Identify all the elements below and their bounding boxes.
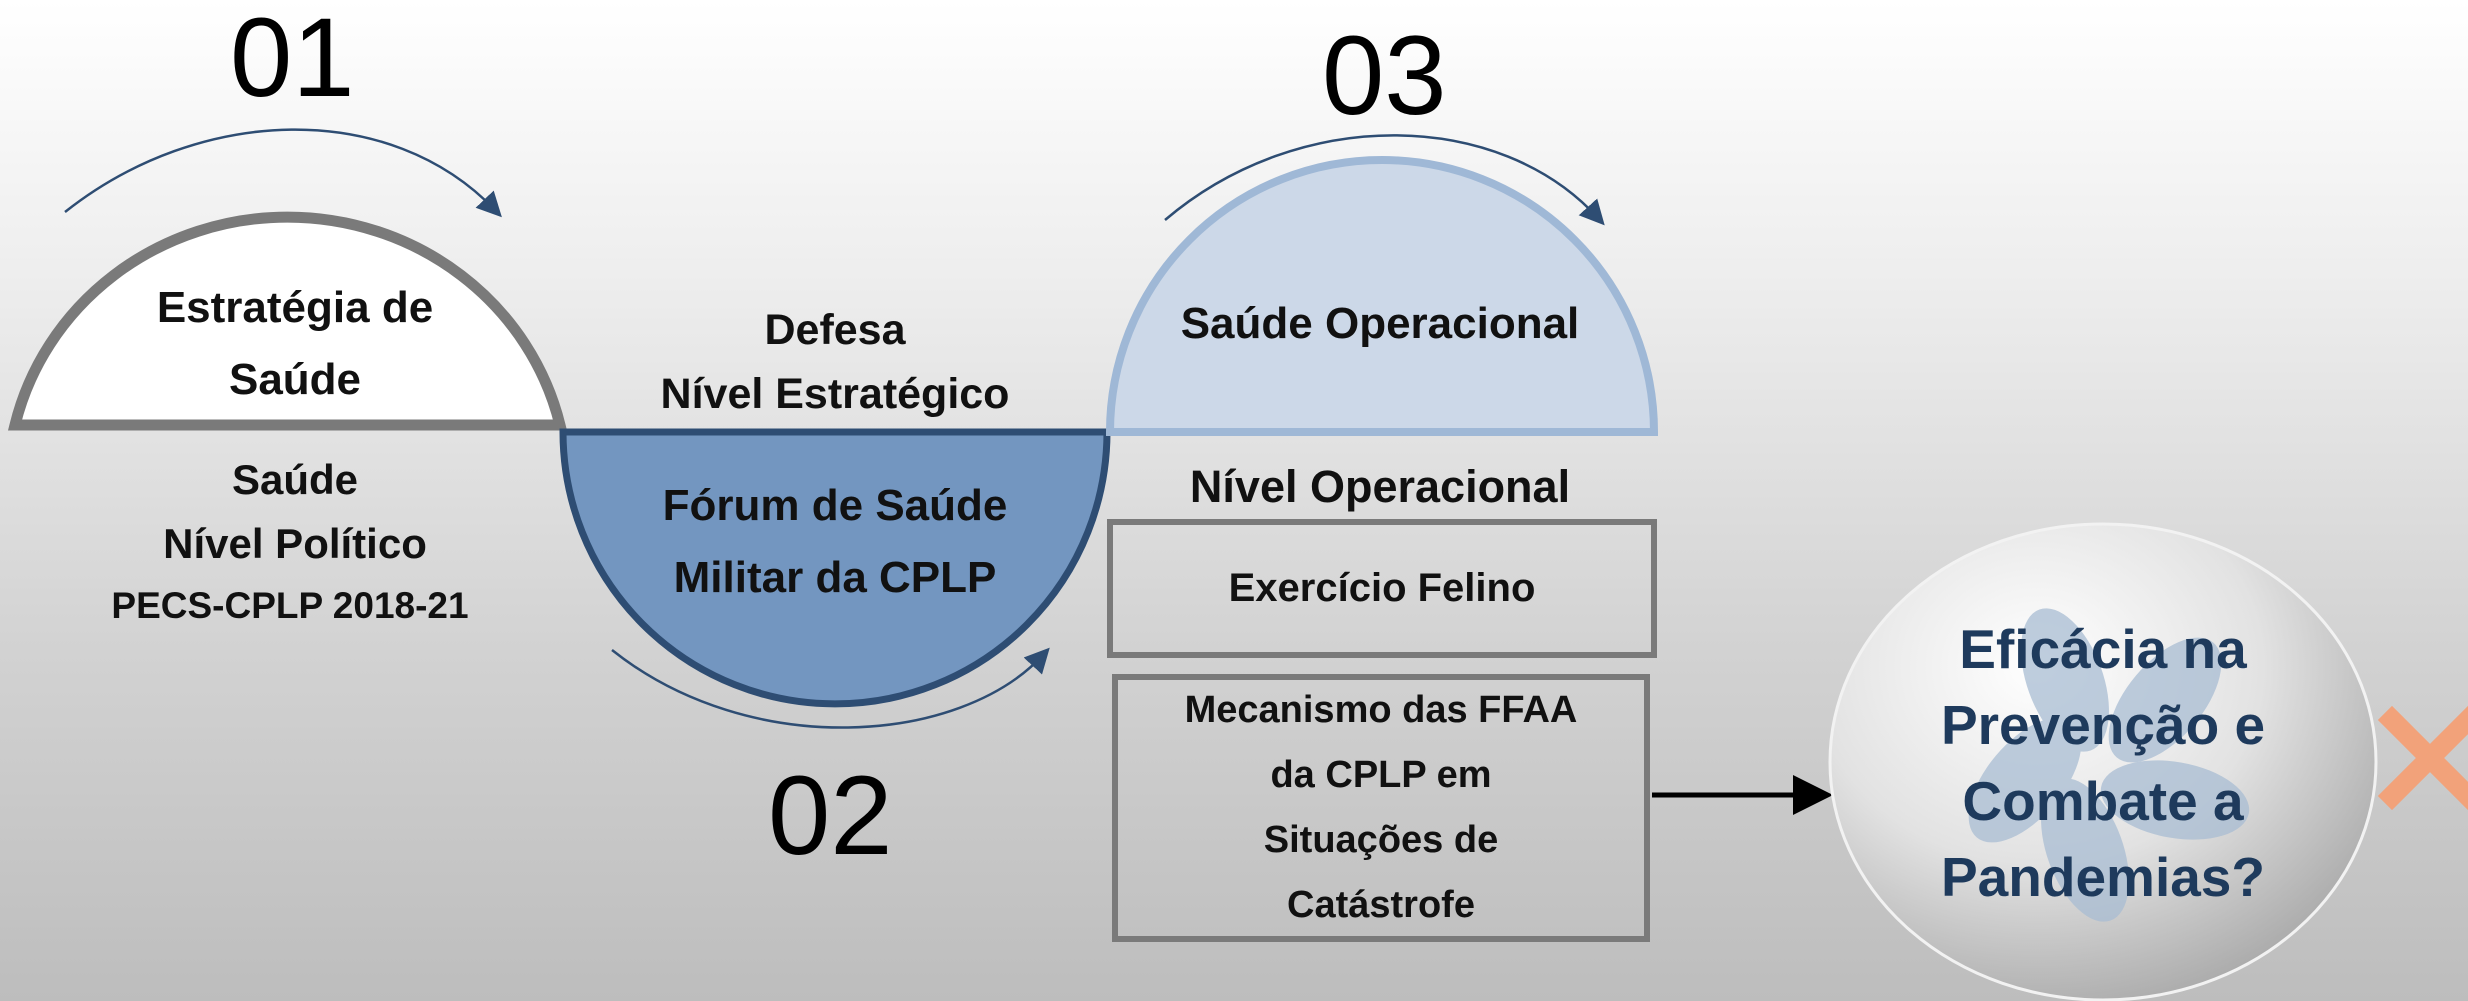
result-line3: Combate a [1962, 770, 2244, 832]
stage3-box2 [1112, 674, 1650, 942]
result-question: Eficácia na Prevenção e Combate a Pandem… [1870, 598, 2336, 928]
result-line4: Pandemias? [1940, 846, 2265, 908]
stage1-caption-line2: Nível Político [163, 520, 427, 567]
stage3-arc-arrow [1164, 134, 1605, 226]
stage3-box1-text: Exercício Felino [1228, 566, 1536, 610]
result-line1: Eficácia na [1959, 618, 2247, 680]
stage2-semicircle [559, 428, 1111, 708]
stage1-title-line2: Saúde [228, 355, 362, 404]
stage2-number: 02 [768, 753, 893, 878]
watermark-logo-icon [1968, 608, 2250, 922]
stage3-number: 03 [1322, 13, 1447, 138]
stage1-arc-arrow [64, 128, 502, 218]
stage1-caption-line1: Saúde [231, 456, 359, 503]
stage3-box2-line1: Mecanismo das FFAA [1184, 689, 1578, 731]
stage1-title: Estratégia de Saúde [115, 272, 475, 416]
stage3-box2-line4: Catástrofe [1287, 884, 1475, 926]
stage3-label: Nível Operacional [1189, 461, 1571, 512]
result-sphere [1828, 522, 2378, 1001]
stage2-label-line1: Defesa [764, 306, 906, 354]
stage2-title: Fórum de Saúde Militar da CPLP [620, 470, 1050, 614]
stage1-semicircle [7, 211, 568, 431]
stage3-title: Saúde Operacional [1180, 299, 1580, 348]
cross-icon [2377, 705, 2468, 811]
stage3-semicircle [1105, 156, 1659, 436]
stage1-title-line1: Estratégia de [156, 283, 434, 332]
stage3-box2-line2: da CPLP em [1270, 754, 1492, 796]
stage1-number: 01 [230, 0, 355, 120]
result-line2: Prevenção e [1940, 694, 2266, 756]
stage3-box2-line3: Situações de [1263, 819, 1499, 861]
stage2-arc-arrow [611, 647, 1050, 729]
stage3-box1 [1107, 519, 1657, 658]
stage2-label-line2: Nível Estratégico [660, 370, 1010, 418]
stage3-box2-text: Mecanismo das FFAA da CPLP em Situações … [1118, 680, 1644, 936]
stage2-label: Defesa Nível Estratégico [600, 298, 1070, 426]
stage1-caption: Saúde Nível Político [80, 448, 510, 576]
stage2-title-line2: Militar da CPLP [673, 553, 997, 602]
stage2-title-line1: Fórum de Saúde [662, 481, 1008, 530]
stage1-subcaption: PECS-CPLP 2018-21 [111, 585, 469, 626]
